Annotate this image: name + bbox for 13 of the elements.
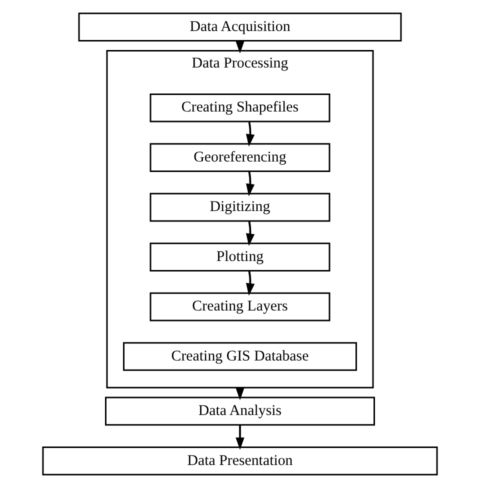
node-box: Creating GIS Database [122,342,356,371]
node-box: Georeferencing [149,143,330,172]
node-box: Creating Shapefiles [149,93,330,122]
arrow [245,172,254,196]
node-box: Plotting [149,242,330,272]
node-box: Data Presentation [42,446,438,476]
arrow [245,271,254,296]
arrow [245,122,254,147]
node-box: Data Analysis [104,396,374,426]
arrow [245,221,254,246]
node-box: Digitizing [149,192,330,222]
arrow [235,425,244,450]
node-box: Creating Layers [149,292,330,322]
